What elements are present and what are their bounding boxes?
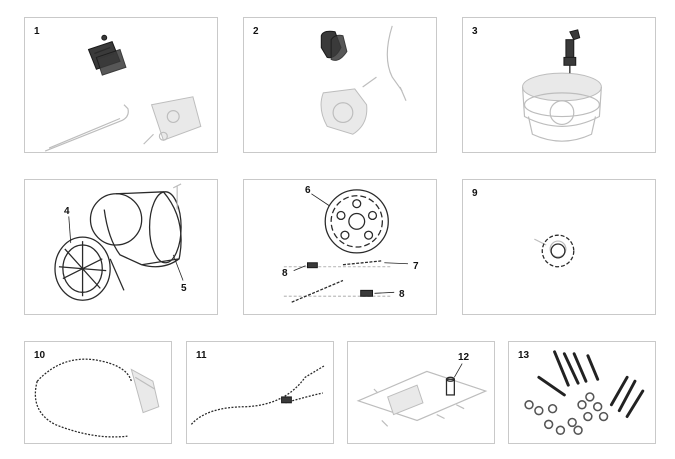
clutch-cable-illustration [34,358,160,438]
panel-number: 2 [253,26,259,37]
panel-number: 13 [518,350,530,361]
panel-clutch-cable[interactable]: 10 [24,341,172,444]
callout-tyre: 5 [181,283,187,294]
panel-number: 11 [196,350,207,361]
panel-front-sprocket[interactable]: 9 [462,179,656,315]
panel-rear-wheel[interactable]: 4 5 [24,179,218,315]
panel-spark-plug[interactable]: 3 [462,17,656,153]
panel-brake-pads-rear[interactable]: 2 [243,17,437,153]
callout-bushing: 12 [458,352,470,363]
throttle-cable-illustration [190,364,326,425]
callout-chain-link-left: 8 [282,268,288,279]
panel-throttle-cable[interactable]: 11 [186,341,334,444]
panel-number: 10 [34,350,46,361]
spark-plug-illustration [521,29,602,142]
sprocket [324,189,389,254]
panel-number: 9 [472,188,478,199]
brake-pads-rear-illustration [320,25,407,135]
panel-number: 3 [472,26,478,37]
callout-sprocket: 6 [305,185,311,196]
panel-bushing-kit[interactable]: 12 [347,341,495,444]
panel-number: 1 [34,26,40,37]
rear-wheel-illustration [54,183,184,301]
callout-chain-link-right: 8 [399,289,405,300]
chain-sprocket-illustration [283,189,409,303]
callout-chain: 7 [413,261,419,272]
callout-rim: 4 [64,206,70,217]
panel-bolt-kit[interactable]: 13 [508,341,656,444]
brake-pads-front-illustration [44,34,202,152]
bolt-kit-illustration [524,350,645,435]
front-sprocket-illustration [534,234,575,268]
panel-chain-sprocket[interactable]: 6 7 8 8 [243,179,437,315]
bushing-kit-illustration [356,363,488,427]
panel-brake-pads-front[interactable]: 1 [24,17,218,153]
